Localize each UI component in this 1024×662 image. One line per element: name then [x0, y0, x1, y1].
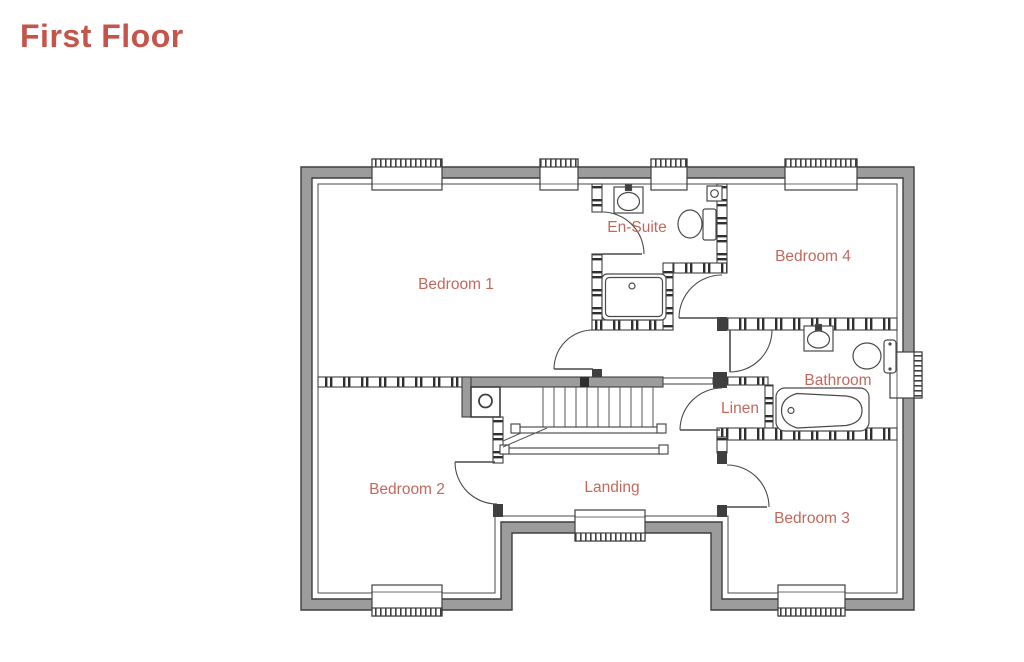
window-bedroom3-bottom	[777, 584, 846, 617]
stair-break-line-2	[502, 432, 522, 442]
bathroom-toilet-icon	[852, 339, 897, 374]
doors	[454, 211, 773, 508]
wall-landing-bed3	[716, 436, 728, 454]
label-bedroom-2: Bedroom 2	[369, 481, 445, 498]
stair-handrails	[499, 423, 669, 455]
door-bathroom	[729, 329, 773, 373]
room-labels: Bedroom 1 En-Suite Bedroom 4 Bathroom Li…	[369, 219, 872, 527]
window-landing-top	[539, 158, 579, 191]
window-bedroom1-top	[371, 158, 443, 191]
label-bathroom: Bathroom	[804, 372, 871, 389]
wall-shower-bottom	[591, 319, 674, 331]
staircase	[461, 376, 714, 455]
fixtures	[601, 183, 897, 432]
label-bedroom-4: Bedroom 4	[775, 248, 851, 265]
page-title: First Floor	[20, 18, 184, 54]
wall-ensuite-south	[672, 262, 728, 274]
label-landing: Landing	[584, 479, 639, 496]
cylinder-cupboard	[470, 386, 501, 418]
wall-bed2-landing	[492, 416, 504, 464]
wall-bed1-landing	[591, 253, 603, 331]
label-bedroom-1: Bedroom 1	[418, 276, 494, 293]
window-bedroom4-top	[784, 158, 858, 191]
door-bedroom-1	[553, 329, 594, 370]
door-linen	[679, 387, 723, 431]
door-jambs	[493, 317, 727, 517]
wall-ensuite-bed4	[716, 183, 728, 264]
label-linen: Linen	[721, 400, 759, 417]
label-en-suite: En-Suite	[607, 219, 666, 236]
windows	[371, 158, 923, 617]
shower-tray-icon	[601, 273, 667, 321]
wall-bed1-bed2	[317, 376, 463, 388]
stairwell-wall-stub	[461, 376, 472, 418]
landing-balustrade	[662, 377, 714, 385]
door-bedroom-4	[678, 274, 723, 319]
door-bedroom-3	[726, 464, 770, 508]
door-en-suite	[601, 211, 645, 255]
door-bedroom-2	[454, 461, 498, 505]
bathtub-icon	[775, 387, 870, 432]
wall-bed1-ensuite-stub	[591, 183, 603, 213]
ensuite-toilet-icon	[677, 208, 717, 241]
stair-break-line	[502, 427, 548, 448]
label-bedroom-3: Bedroom 3	[774, 510, 850, 527]
window-landing-bottom	[574, 509, 646, 542]
wall-linen-right	[764, 384, 774, 434]
window-bedroom2-bottom	[371, 584, 443, 617]
stairwell-wall	[461, 376, 664, 388]
wall-linen-top	[726, 376, 769, 386]
ensuite-sink-icon	[613, 183, 644, 214]
ensuite-cistern-icon	[706, 185, 723, 202]
bathroom-sink-icon	[803, 323, 834, 352]
window-ensuite-top	[650, 158, 688, 191]
stair-treads	[542, 387, 654, 427]
